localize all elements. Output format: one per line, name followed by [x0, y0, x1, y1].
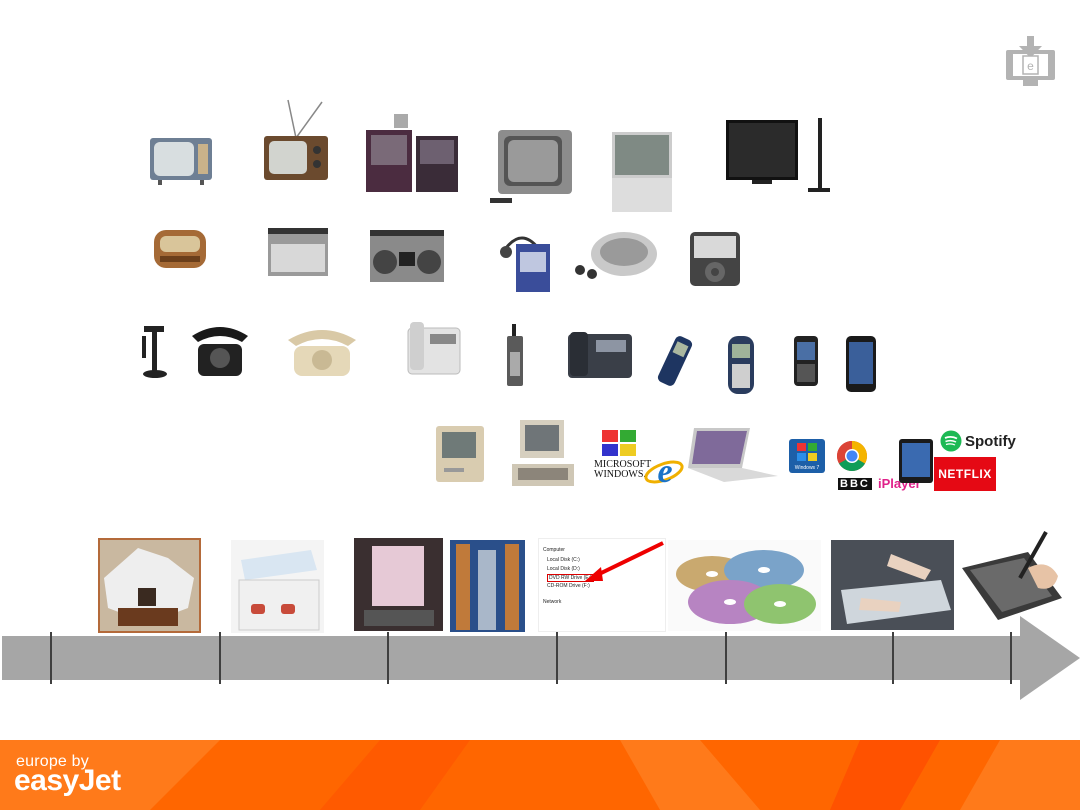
spotify-logo: Spotify	[940, 430, 1016, 452]
macbook-image	[688, 428, 778, 482]
ms-windows-line2: WINDOWS.	[594, 469, 646, 480]
cd-discs-image	[668, 540, 821, 631]
timeline-tick	[387, 632, 389, 684]
document-scanner-image	[831, 540, 954, 630]
rotary-phone-cream-image	[288, 330, 356, 376]
ipad-image	[899, 439, 933, 483]
bbc-logo: BBC	[838, 478, 872, 490]
windows-7-logo: Windows 7	[789, 439, 825, 473]
flat-screen-tv-image	[726, 118, 830, 192]
1960s-antenna-tv-image	[264, 99, 328, 180]
timeline-tick	[725, 632, 727, 684]
explorer-item-local-c: Local Disk (C:)	[547, 557, 580, 563]
candlestick-phone-image	[142, 326, 167, 378]
microsoft-windows-text: MICROSOFT WINDOWS.	[594, 459, 652, 480]
timeline-tick	[50, 632, 52, 684]
download-archive-icon: e	[1006, 36, 1055, 86]
internet-explorer-icon: e	[644, 453, 684, 490]
valve-radio-image	[154, 230, 206, 268]
1950s-tv-image	[150, 138, 212, 185]
timeline-tick	[219, 632, 221, 684]
netflix-text: NETFLIX	[938, 467, 992, 481]
microfiche-reader-image	[354, 538, 443, 631]
discman-image	[575, 232, 657, 279]
timeline-tick	[892, 632, 894, 684]
boombox-image	[370, 230, 444, 282]
1980s-console-tv-image	[366, 114, 458, 192]
nokia-3310-image	[728, 336, 754, 394]
timeline-bar	[2, 636, 1022, 680]
explorer-dvd-drive-image: Computer Local Disk (C:) Local Disk (D:)…	[538, 538, 666, 632]
ipod-classic-image	[690, 232, 740, 286]
spotify-icon	[940, 430, 962, 452]
brick-mobile-image	[507, 324, 523, 386]
explorer-item-network: Network	[543, 599, 562, 605]
iphone-image	[846, 336, 876, 392]
smartphone-image	[794, 336, 818, 386]
explorer-item-local-d: Local Disk (D:)	[547, 566, 580, 572]
walkman-image	[500, 236, 550, 292]
windows-logo	[602, 430, 636, 456]
macintosh-image	[436, 426, 484, 482]
red-arrow-icon	[585, 541, 664, 581]
filing-box-image	[231, 540, 324, 633]
nokia-brick-image	[657, 336, 693, 386]
rotary-phone-black-image	[192, 327, 248, 376]
bbc-text: BBC	[838, 478, 872, 490]
footer-band	[0, 740, 1080, 810]
rear-projection-tv-image	[612, 132, 672, 212]
timeline-tick	[556, 632, 558, 684]
signature-pad-image	[962, 531, 1062, 620]
easyjet-logo: easyJet	[14, 764, 121, 797]
crt-tv-image	[490, 130, 572, 203]
office-phone-image	[568, 332, 632, 378]
timeline-tick	[1010, 632, 1012, 684]
svg-text:e: e	[657, 453, 672, 490]
ms-windows-line1: MICROSOFT	[594, 459, 652, 470]
apple-ii-image	[512, 420, 574, 486]
explorer-item-computer: Computer	[543, 547, 565, 553]
archive-letter: e	[1027, 59, 1034, 73]
explorer-item-cdrom: CD-ROM Drive (F:)	[547, 583, 590, 589]
win7-label: Windows 7	[795, 465, 820, 471]
push-button-phone-image	[407, 322, 461, 375]
netflix-logo: NETFLIX	[934, 457, 996, 491]
timeline-arrowhead	[1020, 616, 1080, 700]
transistor-radio-image	[268, 228, 328, 276]
chrome-icon	[836, 441, 868, 472]
footer-tagline: europe by	[16, 753, 89, 770]
archive-shelves-image	[450, 540, 525, 632]
paper-pile-desk-image	[98, 538, 201, 633]
spotify-text: Spotify	[965, 432, 1016, 450]
